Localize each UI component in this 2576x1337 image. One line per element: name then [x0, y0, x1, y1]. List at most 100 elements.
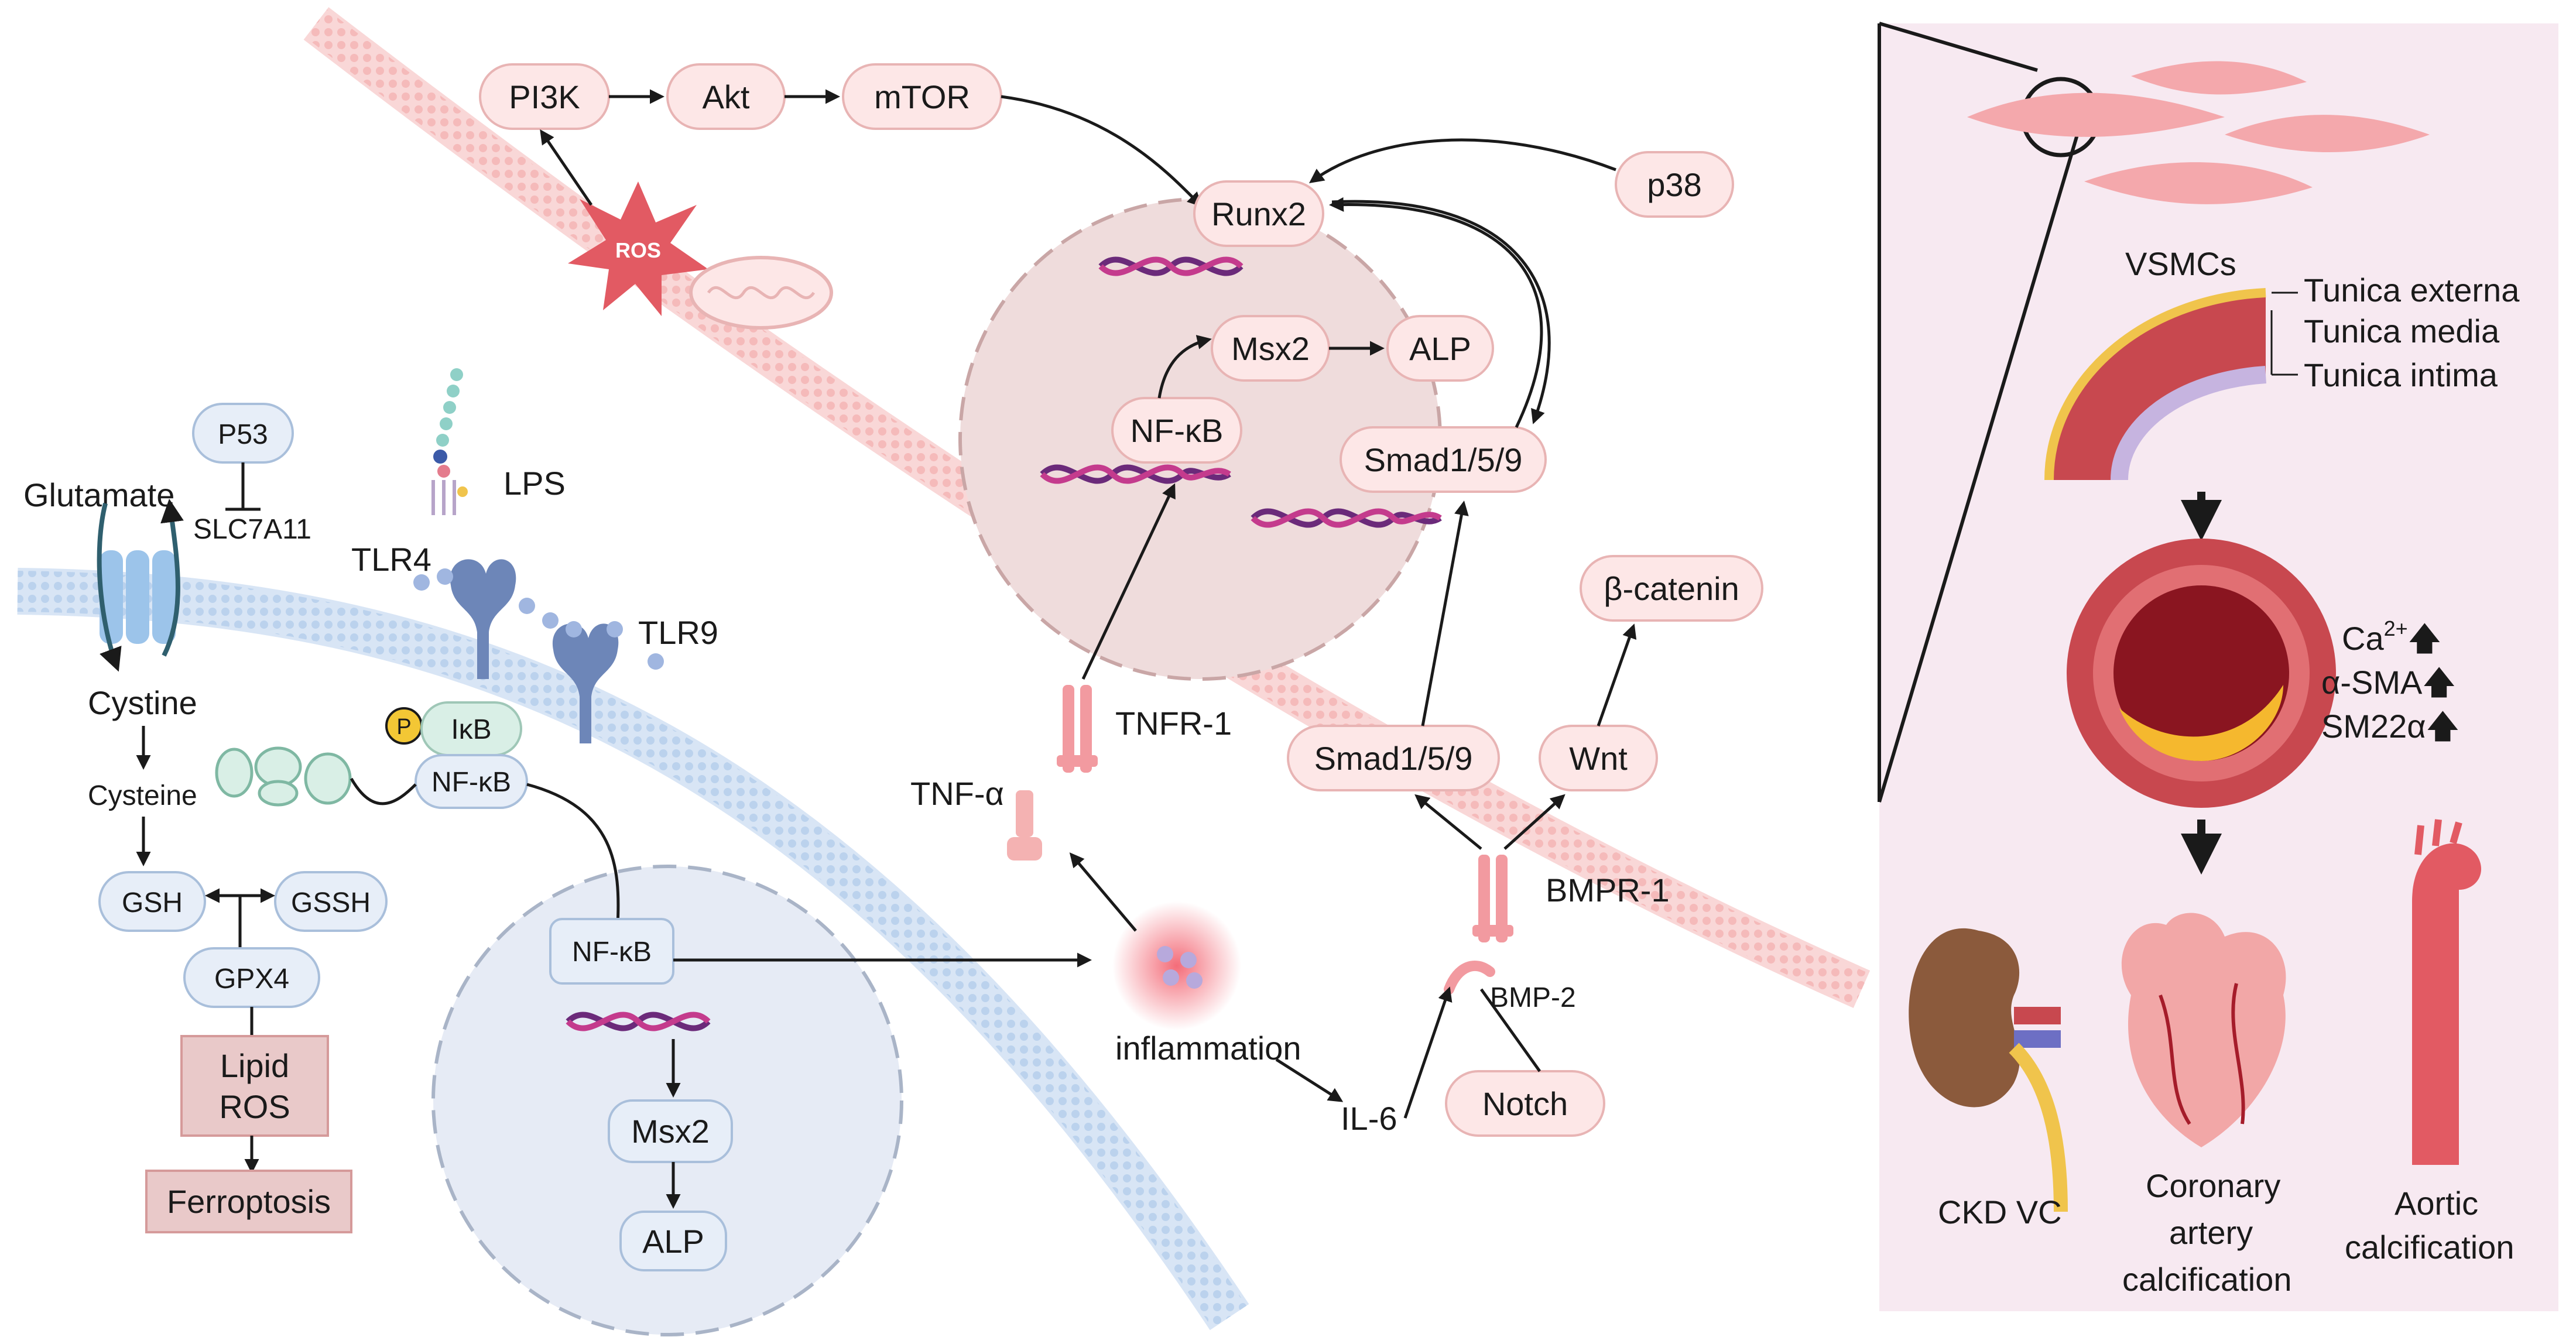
tnfr1-label: TNFR-1 [1115, 705, 1232, 742]
cysteine-label: Cysteine [88, 780, 197, 811]
coronary-label-2: artery [2169, 1214, 2253, 1251]
proteasome-icon [215, 746, 352, 807]
pi3k-node: PI3K [479, 63, 610, 130]
bmpr1-receptor-icon [1472, 855, 1513, 942]
svg-text:Runx2: Runx2 [1211, 196, 1306, 232]
svg-text:NF-κB: NF-κB [1131, 412, 1224, 449]
dna-helix-icon [566, 1012, 711, 1031]
wnt-node: Wnt [1539, 725, 1658, 791]
calcified-artery-cross-section-icon [2067, 539, 2336, 808]
dna-helix-icon [1098, 256, 1244, 276]
svg-text:Smad1/5/9: Smad1/5/9 [1364, 441, 1523, 478]
aorta-icon [2412, 819, 2482, 1165]
svg-text:Msx2: Msx2 [1231, 330, 1310, 367]
svg-text:mTOR: mTOR [874, 78, 970, 115]
svg-text:NF-κB: NF-κB [572, 937, 652, 968]
tunica-externa-label: Tunica externa [2304, 272, 2520, 308]
svg-text:IκB: IκB [451, 714, 491, 745]
svg-text:Lipid: Lipid [220, 1047, 289, 1084]
runx2-node: Runx2 [1193, 180, 1324, 247]
ikb-node: IκB [420, 701, 522, 756]
p53-node: P53 [192, 403, 294, 464]
beta-catenin-node: β-catenin [1580, 555, 1763, 622]
mitochondria-icon [689, 256, 833, 330]
ferroptosis-node: Ferroptosis [145, 1170, 352, 1233]
smad159-node-cytoplasm: Smad1/5/9 [1287, 725, 1500, 791]
mtor-node: mTOR [842, 63, 1002, 130]
p38-node: p38 [1615, 151, 1734, 218]
inflammation-label: inflammation [1115, 1030, 1301, 1067]
slc7a11-transporter-icon [97, 499, 184, 672]
cytokine-cluster-icon [1157, 946, 1203, 989]
vessel-wall-icon [2044, 288, 2267, 481]
svg-text:NF-κB: NF-κB [431, 767, 511, 798]
dna-helix-icon [1040, 464, 1231, 484]
tnfa-ligand-icon [1007, 790, 1042, 861]
lps-molecule-icon [431, 368, 468, 515]
bmp2-ligand-icon [1444, 961, 1495, 995]
blue-cell-membrane [17, 568, 1249, 1331]
svg-text:Notch: Notch [1482, 1085, 1568, 1122]
nfkb-node-blue-nucleus: NF-κB [549, 918, 674, 985]
svg-text:GSH: GSH [122, 887, 183, 918]
nfkb-node-nucleus: NF-κB [1111, 397, 1242, 464]
svg-text:P53: P53 [218, 419, 268, 450]
svg-text:ROS: ROS [615, 238, 661, 262]
akt-node: Akt [666, 63, 786, 130]
svg-text:Wnt: Wnt [1569, 740, 1628, 777]
svg-text:P: P [396, 715, 411, 739]
tnfa-label: TNF-α [910, 775, 1004, 812]
cystine-label: Cystine [88, 684, 197, 721]
right-panel: VSMCs Tunica externa Tunica media Tunica… [1878, 22, 2558, 1311]
lipid-ros-node: Lipid ROS [180, 1035, 329, 1137]
svg-text:ALP: ALP [642, 1223, 704, 1260]
p-phospho-icon: P [385, 707, 423, 745]
alp-node-blue: ALP [619, 1211, 727, 1271]
svg-text:p38: p38 [1647, 166, 1701, 203]
heart-icon [2121, 913, 2286, 1147]
tunica-media-label: Tunica media [2304, 313, 2500, 349]
ros-burst-icon: ROS [568, 181, 708, 316]
asma-label: α-SMA🡅 [2321, 664, 2456, 701]
tnfr1-receptor-icon [1057, 685, 1098, 773]
slc7a11-label: SLC7A11 [193, 514, 311, 545]
ligand-dots [413, 568, 664, 670]
gpx4-node: GPX4 [183, 947, 320, 1008]
svg-text:β-catenin: β-catenin [1604, 570, 1739, 607]
svg-text:Ferroptosis: Ferroptosis [167, 1183, 331, 1220]
aortic-label-2: calcification [2345, 1229, 2514, 1266]
tlr9-receptor-icon [552, 623, 619, 743]
svg-text:Smad1/5/9: Smad1/5/9 [1314, 740, 1473, 777]
coronary-label-3: calcification [2122, 1261, 2291, 1298]
svg-text:ALP: ALP [1409, 330, 1471, 367]
alp-node: ALP [1386, 315, 1494, 382]
kidney-icon [1909, 928, 2068, 1212]
msx2-node: Msx2 [1211, 315, 1330, 382]
ckd-vc-label: CKD VC [1938, 1194, 2062, 1230]
smad159-node-nucleus: Smad1/5/9 [1340, 426, 1547, 493]
msx2-node-blue: Msx2 [608, 1099, 733, 1163]
sm22-label: SM22α🡅 [2321, 708, 2459, 745]
vsmc-cells-icon [1967, 61, 2430, 204]
tunica-intima-label: Tunica intima [2304, 356, 2498, 393]
gssh-node: GSSH [274, 871, 388, 932]
svg-text:PI3K: PI3K [509, 78, 580, 115]
bmp2-label: BMP-2 [1490, 982, 1576, 1013]
inflammation-glow-icon [1112, 901, 1241, 1030]
tlr4-label: TLR4 [351, 541, 431, 578]
gsh-node: GSH [98, 871, 206, 932]
nfkb-node-cytoplasm: NF-κB [415, 754, 528, 809]
tlr4-receptor-icon [450, 559, 516, 679]
coronary-label-1: Coronary [2146, 1167, 2280, 1204]
svg-text:GSSH: GSSH [291, 887, 371, 918]
svg-text:Akt: Akt [703, 78, 750, 115]
aortic-label-1: Aortic [2395, 1185, 2478, 1222]
dna-helix-icon [1251, 508, 1442, 528]
lps-label: LPS [503, 465, 566, 502]
svg-text:GPX4: GPX4 [214, 964, 289, 995]
vsmcs-label: VSMCs [2125, 245, 2236, 282]
svg-text:Msx2: Msx2 [631, 1113, 710, 1150]
tlr9-label: TLR9 [638, 614, 718, 651]
svg-text:ROS: ROS [219, 1088, 290, 1125]
